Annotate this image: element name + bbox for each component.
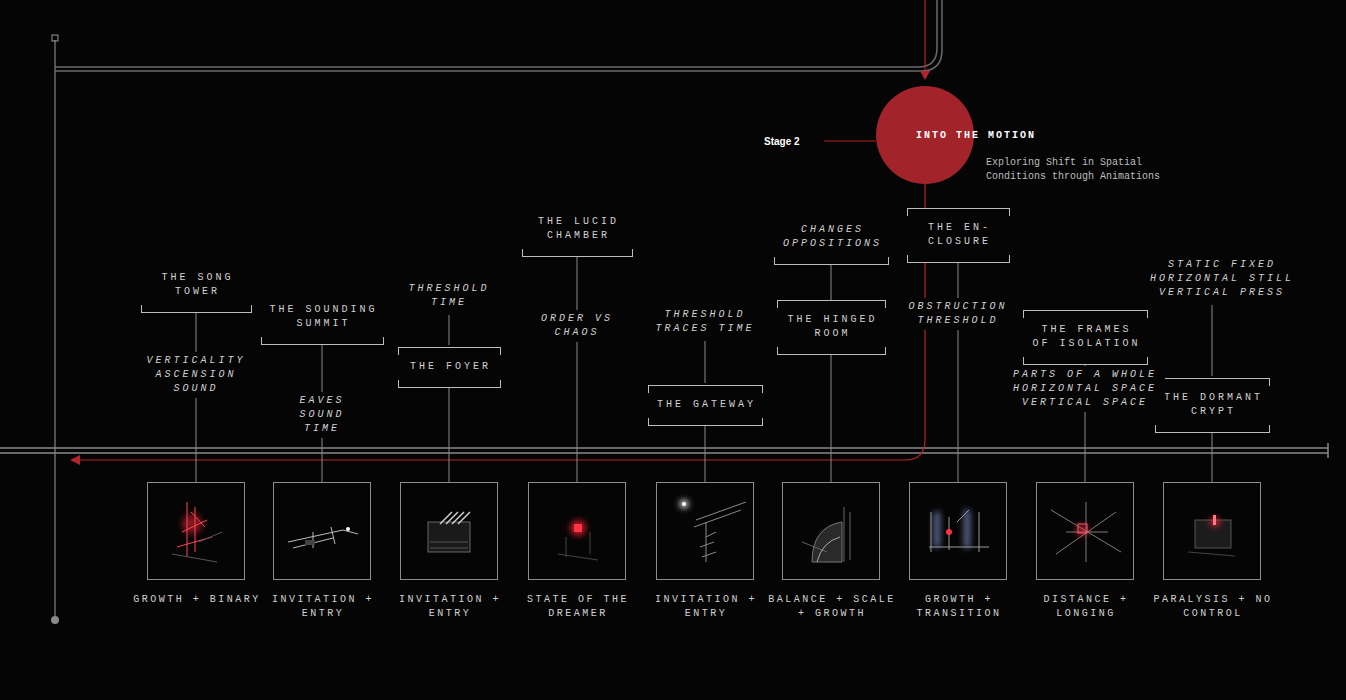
leader-line bbox=[449, 315, 450, 345]
leader-line bbox=[1212, 305, 1213, 376]
render-frame: GROWTH + TRANSITION bbox=[909, 482, 1007, 580]
red-path bbox=[78, 0, 925, 460]
render-hinged-room bbox=[802, 507, 850, 562]
bracket-box: THE HINGED ROOM bbox=[777, 300, 886, 355]
connector-line bbox=[577, 257, 578, 482]
render-frame: PARALYSIS + NO CONTROL bbox=[1163, 482, 1261, 580]
node-title: THE HINGED ROOM bbox=[784, 313, 882, 341]
bracket-title: THE SONG TOWER bbox=[141, 268, 252, 313]
render-frame: GROWTH + BINARY bbox=[147, 482, 245, 580]
render-foyer bbox=[428, 512, 470, 552]
node-title: STATE OF THE DREAMER bbox=[507, 593, 649, 621]
node-title: GROWTH + TRANSITION bbox=[888, 593, 1030, 621]
keyword-label: STATIC FIXED HORIZONTAL STILL VERTICAL P… bbox=[1144, 256, 1300, 302]
render-frame: INVITATION + ENTRY bbox=[656, 482, 754, 580]
node-title: THE FRAMES OF ISOLATION bbox=[1030, 323, 1144, 351]
arrowhead bbox=[70, 455, 80, 465]
node-title: THE SONG TOWER bbox=[148, 271, 248, 299]
render-dormant-crypt bbox=[1188, 515, 1235, 556]
node-title: GROWTH + BINARY bbox=[126, 593, 268, 607]
node-title: DISTANCE + LONGING bbox=[1015, 593, 1157, 621]
render-lucid-chamber bbox=[558, 520, 598, 560]
end-dot bbox=[51, 616, 59, 624]
frame-line bbox=[55, 0, 942, 620]
bracket-box: THE FOYER bbox=[398, 347, 501, 388]
node-subtitle: Exploring Shift in Spatial Conditions th… bbox=[986, 156, 1191, 184]
connector-line bbox=[958, 263, 959, 482]
edge-keywords: EAVES SOUND TIME bbox=[282, 392, 362, 438]
bracket-title: THE LUCID CHAMBER bbox=[522, 212, 633, 257]
node-title: INVITATION + ENTRY bbox=[635, 593, 777, 621]
render-song-tower bbox=[172, 502, 222, 562]
connector-line bbox=[449, 388, 450, 482]
node-title: THE SOUNDING SUMMIT bbox=[268, 303, 380, 331]
corner-square bbox=[52, 35, 58, 41]
connector-line bbox=[831, 355, 832, 482]
node-title: THE DORMANT CRYPT bbox=[1162, 391, 1266, 419]
render-frame: INVITATION + ENTRY bbox=[273, 482, 371, 580]
node-title: INTO THE MOTION bbox=[916, 129, 1036, 143]
edge-keywords: OBSTRUCTION THRESHOLD bbox=[898, 298, 1018, 330]
bracket-box: THE EN- CLOSURE bbox=[907, 208, 1010, 263]
bracket-box: THE DORMANT CRYPT bbox=[1155, 378, 1270, 433]
node-title: THE EN- CLOSURE bbox=[914, 221, 1006, 249]
connector-line bbox=[705, 426, 706, 482]
render-frame: DISTANCE + LONGING bbox=[1036, 482, 1134, 580]
arrowhead bbox=[920, 71, 930, 80]
node-title: THE GATEWAY bbox=[655, 398, 759, 412]
render-enclosure bbox=[929, 510, 989, 552]
render-frame: STATE OF THE DREAMER bbox=[528, 482, 626, 580]
node-title: CHANGES OPPOSITIONS bbox=[781, 223, 885, 251]
node-title: THE LUCID CHAMBER bbox=[529, 215, 629, 243]
edge-keywords: ORDER VS CHAOS bbox=[537, 310, 617, 342]
node-title: THE FOYER bbox=[405, 360, 497, 374]
node-title: PARALYSIS + NO CONTROL bbox=[1142, 593, 1284, 621]
timeline-rail bbox=[0, 443, 1328, 458]
leader-line bbox=[705, 341, 706, 383]
connector-line bbox=[831, 265, 832, 300]
node-title: INVITATION + ENTRY bbox=[252, 593, 394, 621]
keyword-label: THRESHOLD TRACES TIME bbox=[655, 306, 755, 338]
render-frame: INVITATION + ENTRY bbox=[400, 482, 498, 580]
bracket-keywords: CHANGES OPPOSITIONS bbox=[774, 220, 889, 265]
render-gateway bbox=[680, 500, 746, 562]
bracket-box: THE GATEWAY bbox=[648, 385, 763, 426]
keyword-label: THRESHOLD TIME bbox=[399, 280, 499, 312]
render-frames-of-isolation bbox=[1051, 502, 1121, 562]
render-sounding-summit bbox=[288, 527, 358, 548]
connector-line bbox=[1212, 433, 1213, 482]
stage-circle: INTO THE MOTIONExploring Shift in Spatia… bbox=[876, 86, 974, 184]
edge-keywords: PARTS OF A WHOLE HORIZONTAL SPACE VERTIC… bbox=[1005, 366, 1165, 412]
stage-label: Stage 2 bbox=[764, 133, 824, 151]
bracket-box: THE FRAMES OF ISOLATION bbox=[1023, 310, 1148, 365]
node-title: INVITATION + ENTRY bbox=[379, 593, 521, 621]
node-title: BALANCE + SCALE + GROWTH bbox=[761, 593, 903, 621]
edge-keywords: VERTICALITY ASCENSION SOUND bbox=[131, 352, 261, 398]
render-frame: BALANCE + SCALE + GROWTH bbox=[782, 482, 880, 580]
bracket-title: THE SOUNDING SUMMIT bbox=[261, 300, 384, 345]
